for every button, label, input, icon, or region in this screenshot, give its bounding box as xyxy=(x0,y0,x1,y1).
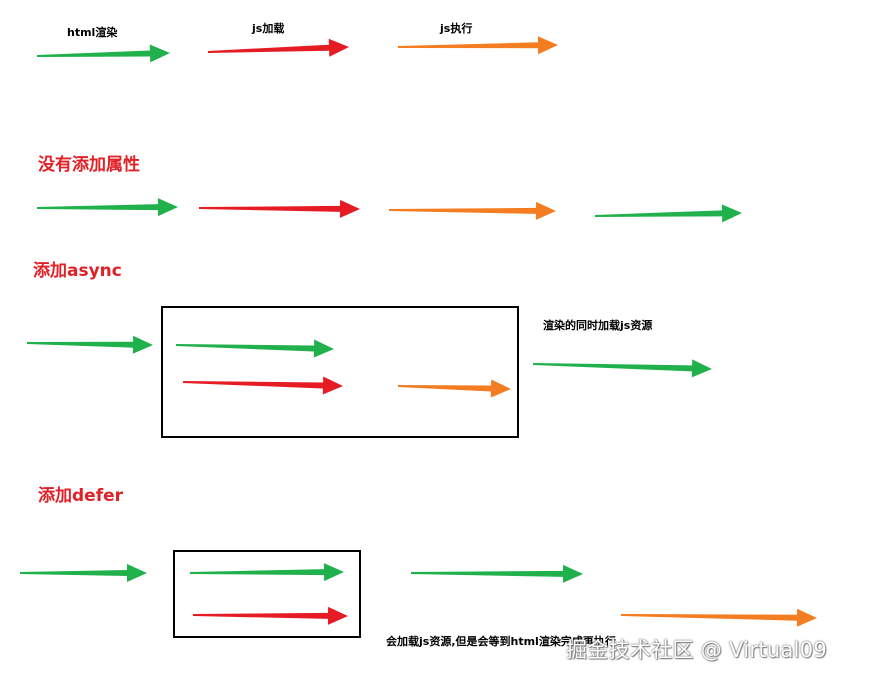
async-js-exec-arrow xyxy=(398,379,511,398)
legend-js-exec-arrow xyxy=(398,36,558,55)
none-html-render-arrow-2 xyxy=(595,204,742,223)
legend-html-render-arrow xyxy=(37,44,170,63)
legend-js-load-arrow xyxy=(208,38,349,57)
legend-html-render-label: html渲染 xyxy=(67,26,118,39)
defer-parallel-box xyxy=(173,550,361,638)
defer-js-exec-arrow xyxy=(621,608,817,627)
legend-js-load-label: js加载 xyxy=(252,22,285,35)
defer-js-load-arrow xyxy=(193,606,348,625)
async-html-render-arrow xyxy=(27,335,153,354)
watermark: 掘金技术社区 @ Virtual09 xyxy=(566,638,828,662)
section-none-title: 没有添加属性 xyxy=(38,155,140,175)
defer-note: 会加载js资源,但是会等到html渲染完成再执行 xyxy=(386,635,616,648)
none-js-exec-arrow xyxy=(389,201,556,220)
defer-html-render-arrow-2 xyxy=(190,563,344,582)
defer-html-render-arrow-3 xyxy=(411,564,583,583)
async-html-render-arrow-2 xyxy=(176,339,334,358)
async-parallel-box xyxy=(161,306,519,438)
none-js-load-arrow xyxy=(199,199,360,218)
none-html-render-arrow xyxy=(37,198,178,217)
defer-html-render-arrow xyxy=(20,564,147,582)
async-html-render-arrow-3 xyxy=(533,359,712,378)
async-note: 渲染的同时加载js资源 xyxy=(543,319,653,332)
section-async-title: 添加async xyxy=(33,261,122,281)
section-defer-title: 添加defer xyxy=(38,486,124,506)
async-js-load-arrow xyxy=(183,376,343,395)
legend-js-exec-label: js执行 xyxy=(440,22,473,35)
